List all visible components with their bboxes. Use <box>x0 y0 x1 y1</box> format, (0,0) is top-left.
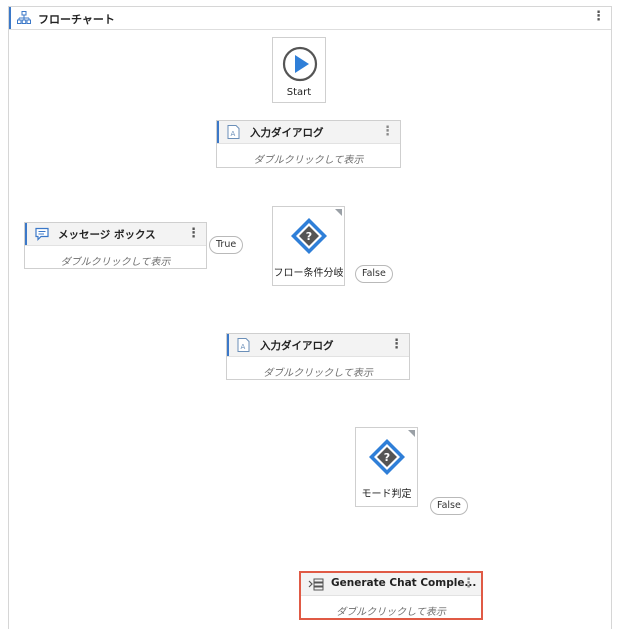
decision-icon: ? <box>291 218 327 254</box>
decision-corner-marker <box>335 209 342 216</box>
svg-text:A: A <box>241 343 246 351</box>
decision-label: モード判定 <box>361 489 412 500</box>
activity-menu-icon[interactable]: ⋮ <box>390 337 403 352</box>
activity-header <box>25 223 206 246</box>
activity-header <box>301 573 481 596</box>
decision-label: フロー条件分岐 <box>273 268 344 279</box>
activity-menu-icon[interactable]: ⋮ <box>381 124 394 139</box>
activity-menu-icon[interactable]: ⋮ <box>462 576 475 591</box>
flowchart-title: フローチャート <box>38 13 115 26</box>
activity-accent <box>217 121 219 143</box>
svg-text:?: ? <box>306 230 312 243</box>
activity-header <box>217 121 400 144</box>
input-dialog-activity-2[interactable]: A 入力ダイアログ ⋮ ダブルクリックして表示 <box>226 333 410 380</box>
svg-text:A: A <box>231 130 236 138</box>
play-icon <box>282 46 318 82</box>
activity-hint: ダブルクリックして表示 <box>60 257 171 268</box>
flowchart-container: フローチャート ⋮ <box>8 6 612 629</box>
flowchart-icon <box>17 11 31 24</box>
generate-chat-icon <box>308 578 324 591</box>
decision-corner-marker <box>408 430 415 437</box>
start-label: Start <box>286 87 312 98</box>
activity-title: Generate Chat Comple... <box>331 577 477 589</box>
activity-title: メッセージ ボックス <box>58 229 156 241</box>
activity-hint: ダブルクリックして表示 <box>336 607 446 618</box>
generate-chat-completion-activity[interactable]: Generate Chat Comple... ⋮ ダブルクリックして表示 <box>299 571 483 620</box>
flow-decision-node[interactable]: ? フロー条件分岐 <box>272 206 345 286</box>
start-node[interactable]: Start <box>272 37 326 103</box>
input-dialog-icon: A <box>237 338 250 352</box>
activity-title: 入力ダイアログ <box>250 127 324 139</box>
activity-header <box>227 334 409 357</box>
flowchart-menu-icon[interactable]: ⋮ <box>592 9 605 24</box>
activity-menu-icon[interactable]: ⋮ <box>187 226 200 241</box>
mode-decision-node[interactable]: ? モード判定 <box>355 427 418 507</box>
input-dialog-icon: A <box>227 125 240 139</box>
activity-accent <box>25 223 27 245</box>
input-dialog-activity-1[interactable]: A 入力ダイアログ ⋮ ダブルクリックして表示 <box>216 120 401 168</box>
activity-hint: ダブルクリックして表示 <box>263 368 373 379</box>
svg-text:?: ? <box>384 451 390 464</box>
edge-label-true: True <box>209 236 244 254</box>
activity-hint: ダブルクリックして表示 <box>253 155 364 166</box>
edge-label-false-1: False <box>355 265 393 283</box>
activity-accent <box>227 334 229 356</box>
flowchart-header: フローチャート ⋮ <box>9 7 611 30</box>
edge-label-false-2: False <box>430 497 468 515</box>
message-box-icon <box>35 227 49 241</box>
decision-icon: ? <box>369 439 405 475</box>
header-accent <box>9 7 11 29</box>
activity-title: 入力ダイアログ <box>260 340 334 352</box>
message-box-activity[interactable]: メッセージ ボックス ⋮ ダブルクリックして表示 <box>24 222 207 269</box>
